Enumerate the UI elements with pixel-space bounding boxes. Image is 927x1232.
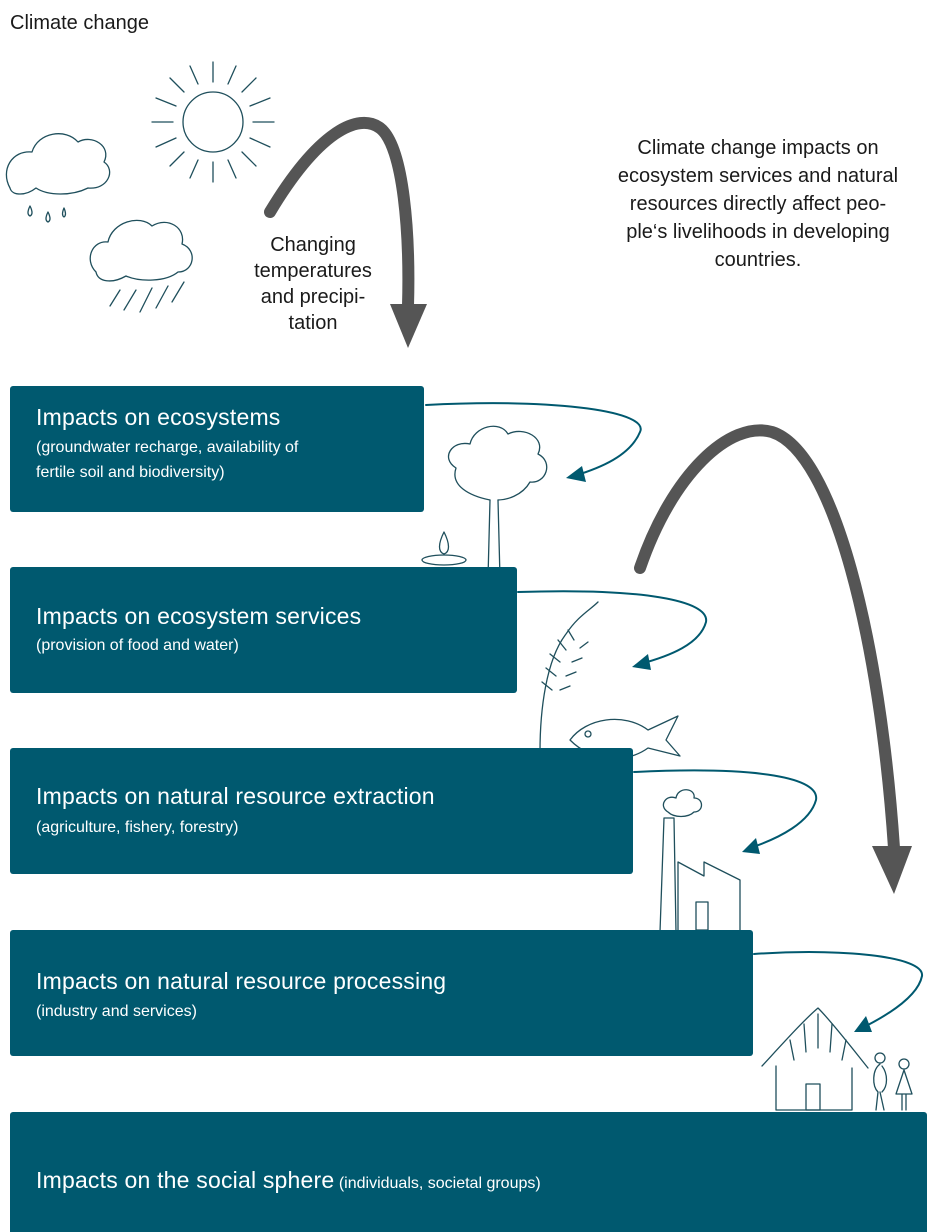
level-ecosystem-services: Impacts on ecosystem services (provision… — [10, 567, 517, 693]
summary-note-line: countries. — [714, 249, 802, 271]
factory-icon — [659, 789, 741, 933]
level-resource-processing: Impacts on natural resource processing (… — [10, 930, 753, 1056]
level-title: Impacts on ecosystem services — [36, 603, 362, 629]
summary-note-line: resources directly affect peo- — [629, 193, 887, 215]
wheat-icon — [539, 601, 599, 753]
hut-icon — [761, 1007, 869, 1111]
level-detail: (individuals, societal groups) — [338, 1175, 541, 1192]
tree-icon — [448, 425, 548, 579]
connector-arrow — [753, 951, 923, 1032]
climate-arrow — [264, 116, 427, 348]
connector-arrow — [517, 590, 708, 670]
level-resource-extraction: Impacts on natural resource extraction (… — [10, 748, 633, 874]
level-detail: (provision of food and water) — [36, 637, 239, 654]
level-line: Impacts on the social sphere (individual… — [36, 1167, 541, 1196]
level-ecosystems: Impacts on ecosystems (groundwater recha… — [10, 386, 424, 512]
level-social-sphere: Impacts on the social sphere (individual… — [10, 1112, 927, 1232]
livelihood-arrow — [634, 424, 912, 894]
arrow-label: Changing temperatures and precipi- tatio… — [240, 232, 386, 336]
level-title: Impacts on ecosystems — [36, 404, 281, 430]
rain-cloud-icon — [5, 133, 111, 223]
connector-arrow — [425, 402, 642, 482]
summary-note-line: ecosystem services and natural — [617, 165, 899, 187]
level-detail-line: (groundwater recharge, availability of — [36, 439, 299, 456]
water-drop-icon — [421, 531, 467, 566]
diagram-heading: Climate change — [10, 12, 149, 34]
storm-cloud-icon — [89, 219, 193, 313]
level-title: Impacts on natural resource extraction — [36, 783, 435, 809]
summary-note-line: ple‘s livelihoods in developing — [626, 221, 890, 243]
level-detail: (industry and services) — [36, 1003, 197, 1020]
sun-icon — [151, 61, 275, 183]
arrow-label-line: tation — [288, 312, 338, 334]
connector-arrow — [633, 769, 818, 854]
arrow-label-line: temperatures — [254, 260, 372, 282]
people-icon — [873, 1052, 913, 1111]
arrow-label-line: and precipi- — [260, 286, 366, 308]
arrow-label-line: Changing — [270, 234, 356, 256]
level-detail: (groundwater recharge, availability of f… — [36, 435, 406, 485]
summary-note: Climate change impacts on ecosystem serv… — [596, 134, 920, 274]
summary-note-line: Climate change impacts on — [637, 137, 879, 159]
level-detail: (agriculture, fishery, forestry) — [36, 819, 239, 836]
level-detail-line: fertile soil and biodiversity) — [36, 464, 225, 481]
level-title: Impacts on natural resource processing — [36, 968, 447, 994]
level-title: Impacts on the social sphere — [36, 1167, 335, 1193]
